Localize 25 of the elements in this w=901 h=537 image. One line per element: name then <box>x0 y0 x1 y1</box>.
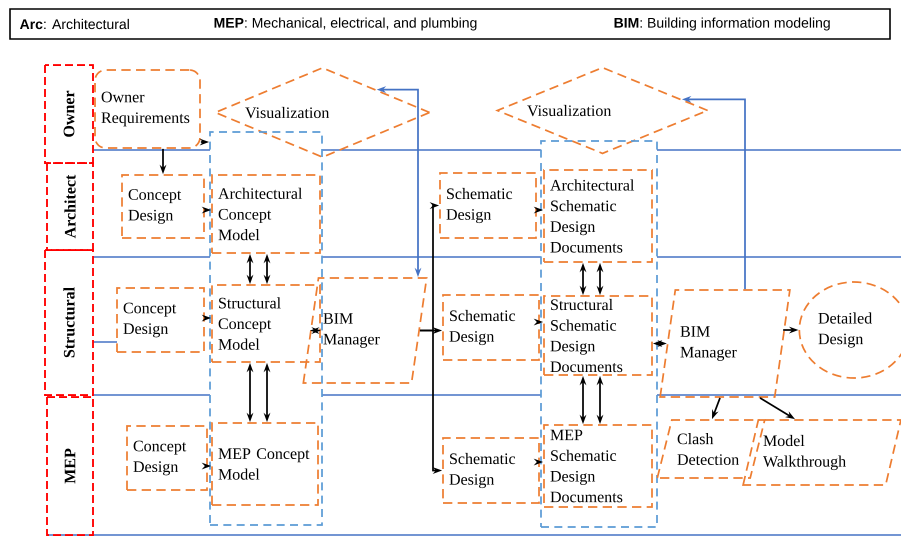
abbreviation-text: Arc: Architectural <box>20 18 129 30</box>
lane-header: Structural <box>44 249 94 396</box>
process-box: MEP Schematic Design Documents <box>543 424 653 508</box>
process-box: Structural Concept Model <box>211 284 321 363</box>
rounded-box: Owner Requirements <box>94 69 201 149</box>
process-box: Concept Design <box>121 174 205 239</box>
process-box: Architectural Concept Model <box>211 174 321 254</box>
lane-header: Owner <box>44 64 94 164</box>
group-box <box>540 140 658 528</box>
abbreviation-text: MEP: Mechanical, electrical, and plumbing <box>214 17 476 31</box>
process-box: Structural Schematic Design Documents <box>543 295 653 376</box>
process-box: Schematic Design <box>442 437 540 504</box>
process-box: Schematic Design <box>439 172 537 239</box>
parallelogram-box: BIM Manager <box>302 277 428 384</box>
process-box: Schematic Design <box>442 294 540 361</box>
process-box: Concept Design <box>116 287 205 353</box>
group-box <box>209 131 323 526</box>
lane-header: Architect <box>46 162 94 251</box>
process-box: Architectural Schematic Design Documents <box>543 169 653 263</box>
process-box: Concept Design <box>126 425 208 491</box>
process-box: MEP Concept Model <box>211 422 319 506</box>
lane-header: MEP <box>46 396 94 536</box>
parallelogram-box: BIM Manager <box>659 289 791 398</box>
abbreviation-text: BIM: Building information modeling <box>614 17 830 31</box>
parallelogram-box: Model Walkthrough <box>742 419 901 486</box>
